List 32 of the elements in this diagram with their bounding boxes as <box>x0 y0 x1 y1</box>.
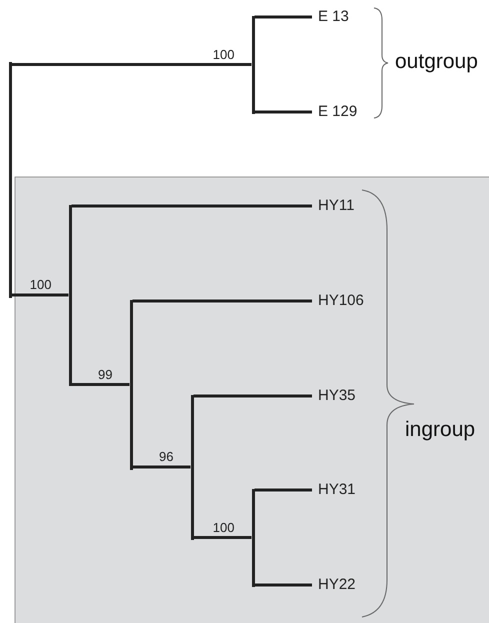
tree-branch <box>252 488 254 586</box>
taxon-label: HY31 <box>312 481 356 499</box>
branch-line <box>12 294 68 296</box>
group-label: outgroup <box>395 50 478 74</box>
support-value: 100 <box>212 520 234 534</box>
branch-line <box>194 536 252 539</box>
tree-branch <box>190 394 194 540</box>
branch-line <box>194 394 312 398</box>
branch-line <box>132 466 190 468</box>
branch-line <box>254 584 312 586</box>
branch-line <box>254 488 312 492</box>
branch-line <box>254 16 312 18</box>
tree-branch <box>68 204 72 386</box>
tree-branch <box>8 62 12 298</box>
support-value: 96 <box>159 450 174 464</box>
support-value: 99 <box>98 368 112 382</box>
taxon-label: E 129 <box>312 103 358 121</box>
taxon-label: HY106 <box>312 292 364 310</box>
branch-line <box>72 383 130 386</box>
taxon-label: HY35 <box>312 387 356 405</box>
tree-branch <box>252 16 254 114</box>
branch-line <box>72 204 312 208</box>
group-label: ingroup <box>405 418 476 442</box>
branch-line <box>132 300 312 302</box>
taxon-label: HY22 <box>312 576 356 594</box>
branch-line <box>254 110 312 114</box>
tree-branch <box>130 300 132 470</box>
support-value: 100 <box>30 278 52 292</box>
taxon-label: E 13 <box>312 8 349 26</box>
taxon-label: HY11 <box>312 197 354 215</box>
branch-line <box>12 63 252 66</box>
support-value: 100 <box>212 48 234 62</box>
